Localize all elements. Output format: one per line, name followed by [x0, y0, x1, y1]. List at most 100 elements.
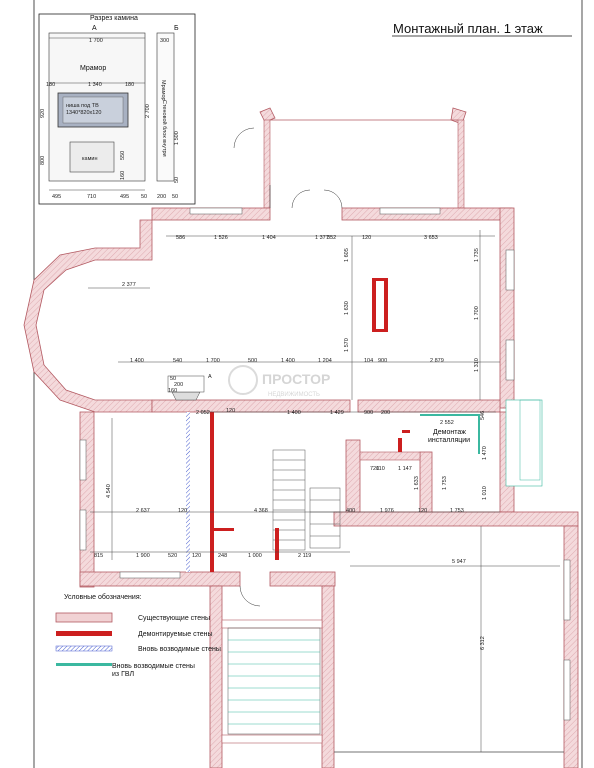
legend-label-new: Вновь возводимые стены	[138, 646, 221, 653]
watermark-sub: НЕДВИЖИМОСТЬ	[268, 392, 320, 398]
dimension-label: 1 976	[380, 508, 394, 514]
fp-dim-2700: 2 700	[145, 104, 151, 118]
dimension-label: 110	[376, 466, 385, 472]
dimension-label: 160	[168, 388, 177, 394]
dimension-label: 1 900	[136, 553, 150, 559]
dimension-label: 1 204	[318, 358, 332, 364]
doors	[233, 127, 343, 607]
dimension-label: 1 000	[248, 553, 262, 559]
fp-bottom-710: 710	[87, 194, 96, 200]
fp-dim-180-left: 180	[46, 82, 55, 88]
dimension-lines	[88, 230, 560, 752]
dimension-label: 1 470	[482, 446, 488, 460]
fireplace-section: Разрез камина А Б 1 700 Мрамор 180 1 340…	[38, 13, 196, 205]
dimension-label: 2 552	[440, 420, 454, 426]
dimension-label: 120	[418, 508, 427, 514]
dimension-label: 2 377	[122, 282, 136, 288]
fp-dim-300: 300	[160, 38, 169, 44]
dimension-label: 540	[173, 358, 182, 364]
dimension-label: 1 147	[398, 466, 412, 472]
section-marker-a: А	[208, 374, 212, 380]
legend-swatch-demolished	[56, 631, 112, 636]
dimension-label: 900	[364, 410, 373, 416]
legend-label-demolished: Демонтируемые стены	[138, 631, 213, 638]
dimension-label: 1 700	[206, 358, 220, 364]
fp-bottom-200: 200	[157, 194, 166, 200]
dimension-label: 720	[370, 466, 379, 472]
dimension-label: 1 010	[482, 486, 488, 500]
fp-dim-top: 1 700	[89, 38, 103, 44]
fireplace-box	[69, 141, 115, 173]
dimension-label: 815	[94, 553, 103, 559]
dimension-label: 546	[480, 411, 486, 420]
dimension-label: 1 753	[450, 508, 464, 514]
fp-dim-160: 160	[120, 171, 126, 180]
demolished-walls	[210, 278, 410, 572]
dimension-label: 2 052	[196, 410, 210, 416]
dimension-label: 1 400	[287, 410, 301, 416]
fp-dim-50-b: 50	[174, 177, 180, 183]
legend-swatch-existing	[55, 612, 113, 623]
plan-fireplace: А	[167, 374, 212, 401]
dimension-label: 400	[346, 508, 355, 514]
legend-swatch-new	[55, 645, 113, 652]
dimension-label: 900	[378, 358, 387, 364]
dimension-label: 1 753	[442, 476, 448, 490]
fp-bottom-495-right: 495	[120, 194, 129, 200]
fireplace-col-b: Б	[174, 25, 179, 32]
dimension-label: 1 735	[474, 248, 480, 262]
watermark-main: ПРОСТОР	[262, 371, 330, 387]
dimension-label: 1 570	[344, 338, 350, 352]
dimension-label: 1 310	[474, 358, 480, 372]
fireplace-heading: Разрез камина	[90, 15, 138, 22]
legend-heading: Условные обозначения:	[64, 593, 142, 601]
dismantle-note-1: Демонтаж	[433, 429, 466, 436]
dimension-label: 50	[170, 376, 176, 382]
legend-label-existing: Существующие стены	[138, 615, 210, 622]
dimension-label: 120	[362, 235, 371, 241]
fp-bottom-50: 50	[141, 194, 147, 200]
fp-dim-920: 920	[40, 109, 46, 118]
legend: Условные обозначения: Существующие стены…	[55, 593, 221, 678]
fp-inner-wall: Стеновой блок внутри	[161, 100, 168, 157]
dimension-label: 352	[327, 235, 336, 241]
fp-dim-1340: 1 340	[88, 82, 102, 88]
dismantle-note-2: инсталляции	[428, 437, 470, 444]
dimension-label: 2 637	[136, 508, 150, 514]
dimension-label: 4 540	[106, 484, 112, 498]
fp-dim-180-right: 180	[125, 82, 134, 88]
dimension-label: 520	[168, 553, 177, 559]
dimension-label: 1 377	[315, 235, 329, 241]
dimension-label: 586	[176, 235, 185, 241]
dimension-label: 1 630	[344, 301, 350, 315]
fp-dim-1500: 1 500	[174, 131, 180, 145]
dimension-label: 1 526	[214, 235, 228, 241]
fireplace-label: камин	[82, 156, 97, 162]
dimension-label: 4 368	[254, 508, 268, 514]
dimension-label: 120	[226, 408, 235, 414]
fp-marble-b: Мрамор	[160, 80, 166, 101]
staircase	[227, 399, 541, 735]
dimension-label: 1 400	[130, 358, 144, 364]
dimension-label: 1 429	[330, 410, 344, 416]
dimension-label: 200	[381, 410, 390, 416]
fp-dim-550: 550	[120, 151, 126, 160]
dimension-label: 2 879	[430, 358, 444, 364]
dimension-label: 1 700	[474, 306, 480, 320]
dimension-label: 6 312	[480, 636, 486, 650]
dimension-label: 2 119	[298, 553, 311, 559]
dimension-label: 104	[364, 358, 373, 364]
dimension-label: 3 653	[424, 235, 438, 241]
new-walls	[186, 412, 480, 572]
watermark: ПРОСТОР НЕДВИЖИМОСТЬ	[228, 365, 330, 398]
dimension-label: 1 605	[344, 248, 350, 262]
dimension-label: 5 947	[452, 559, 466, 565]
windows	[79, 207, 571, 721]
dimension-label: 1 633	[414, 476, 420, 490]
plan-title: Монтажный план. 1 этаж	[393, 21, 543, 36]
fireplace-col-a: А	[92, 25, 97, 32]
